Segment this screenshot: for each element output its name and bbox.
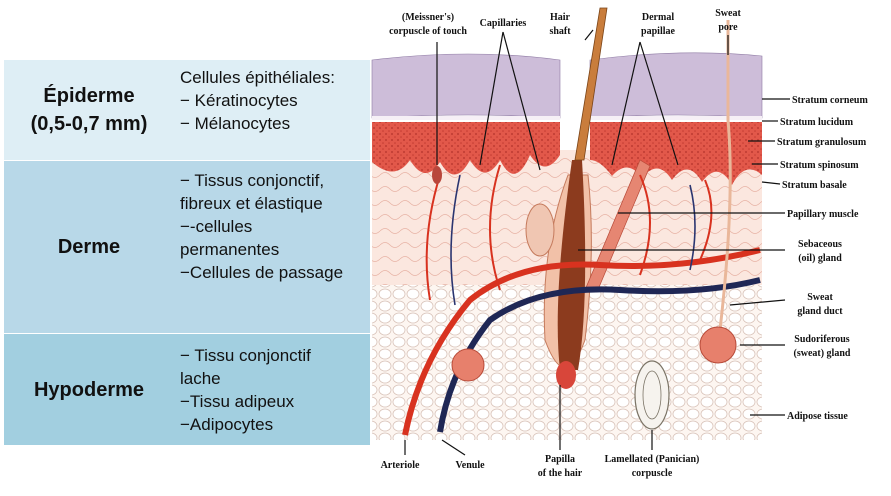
label-arteriole: Arteriole xyxy=(381,460,420,471)
desc-line: −Tissu adipeux xyxy=(180,392,295,411)
label-meissner: corpuscle of touch xyxy=(389,26,467,37)
label-lamellated-corpuscle: corpuscle xyxy=(632,468,673,479)
sweat-gland-left xyxy=(451,348,485,382)
desc-line: −-cellules xyxy=(180,217,253,236)
epidermis-left xyxy=(372,122,560,175)
heading-line: Hypoderme xyxy=(33,378,145,401)
heading-line: Épiderme xyxy=(43,85,135,107)
desc-line: Cellules épithéliales: xyxy=(180,68,335,87)
label-dermal-papillae: Dermal xyxy=(642,12,674,23)
row-description: Cellules épithéliales: − Kératinocytes −… xyxy=(180,60,366,160)
capillary-branches xyxy=(425,164,713,301)
stratum-corneum-left xyxy=(371,53,561,119)
hair-papilla xyxy=(556,361,576,389)
pointer-lines xyxy=(404,29,790,456)
heading-line: Derme xyxy=(57,236,121,258)
label-papilla-hair: Papilla xyxy=(545,454,575,465)
label-sudoriferous-gland: (sweat) gland xyxy=(794,348,851,359)
meissner-corpuscle xyxy=(432,166,442,184)
row-description: − Tissus conjonctif, fibreux et élastiqu… xyxy=(180,161,366,333)
label-stratum-lucidum: Stratum lucidum xyxy=(780,117,854,128)
desc-line: − Mélanocytes xyxy=(180,114,291,133)
heading-line: (0,5-0,7 mm) xyxy=(30,113,148,135)
label-stratum-basale: Stratum basale xyxy=(782,180,847,191)
arteriole-vessel xyxy=(402,247,761,436)
desc-line: permanentes xyxy=(180,240,280,259)
sweat-gland xyxy=(699,326,737,364)
row-description: − Tissu conjonctif lache −Tissu adipeux … xyxy=(180,334,366,445)
label-stratum-corneum: Stratum corneum xyxy=(792,95,868,106)
venous-branches xyxy=(450,174,696,306)
label-sweat-pore: pore xyxy=(718,22,738,33)
label-sweat-duct: Sweat xyxy=(807,292,833,303)
table-row-derme: Derme − Tissus conjonctif, fibreux et él… xyxy=(4,161,370,333)
label-sweat-duct: gland duct xyxy=(797,306,843,317)
label-sebaceous-gland: Sebaceous xyxy=(798,239,842,250)
label-stratum-granulosum: Stratum granulosum xyxy=(777,137,867,148)
label-venule: Venule xyxy=(455,460,485,471)
label-papilla-hair: of the hair xyxy=(538,468,583,479)
row-heading: Épiderme (0,5-0,7 mm) xyxy=(4,60,174,160)
label-hair-shaft: Hair xyxy=(550,12,571,23)
label-dermal-papillae: papillae xyxy=(641,26,675,37)
label-adipose-tissue: Adipose tissue xyxy=(787,411,848,422)
corpuscle-inner-ring xyxy=(642,370,662,420)
stratum-corneum-right xyxy=(589,52,763,119)
desc-line: lache xyxy=(180,369,221,388)
row-heading: Derme xyxy=(4,161,174,333)
label-lamellated-corpuscle: Lamellated (Panician) xyxy=(605,454,700,465)
hair-shaft xyxy=(574,7,608,161)
row-heading: Hypoderme xyxy=(4,334,174,445)
table-row-hypoderme: Hypoderme − Tissu conjonctif lache −Tiss… xyxy=(4,334,370,445)
label-capillaries: Capillaries xyxy=(480,18,527,29)
sweat-duct xyxy=(718,20,732,331)
label-sebaceous-gland: (oil) gland xyxy=(798,253,842,264)
desc-line: −Cellules de passage xyxy=(180,263,344,282)
desc-line: − Kératinocytes xyxy=(180,91,298,110)
label-hair-shaft: shaft xyxy=(549,26,571,37)
sebaceous-gland xyxy=(525,203,555,257)
epidermis-right xyxy=(590,122,762,185)
label-stratum-spinosum: Stratum spinosum xyxy=(780,160,859,171)
desc-line: −Adipocytes xyxy=(180,415,274,434)
lamellated-corpuscle xyxy=(634,360,670,430)
skin-layers-table: Épiderme (0,5-0,7 mm) Cellules épithélia… xyxy=(4,60,370,445)
desc-line: − Tissu conjonctif xyxy=(180,346,311,365)
label-sweat-pore: Sweat xyxy=(715,8,741,19)
desc-line: fibreux et élastique xyxy=(180,194,323,213)
desc-line: − Tissus conjonctif, xyxy=(180,171,325,190)
table-row-epiderme: Épiderme (0,5-0,7 mm) Cellules épithélia… xyxy=(4,60,370,160)
label-meissner: (Meissner's) xyxy=(402,12,454,23)
label-sudoriferous-gland: Sudoriferous xyxy=(794,334,849,345)
label-papillary-muscle: Papillary muscle xyxy=(787,209,859,220)
